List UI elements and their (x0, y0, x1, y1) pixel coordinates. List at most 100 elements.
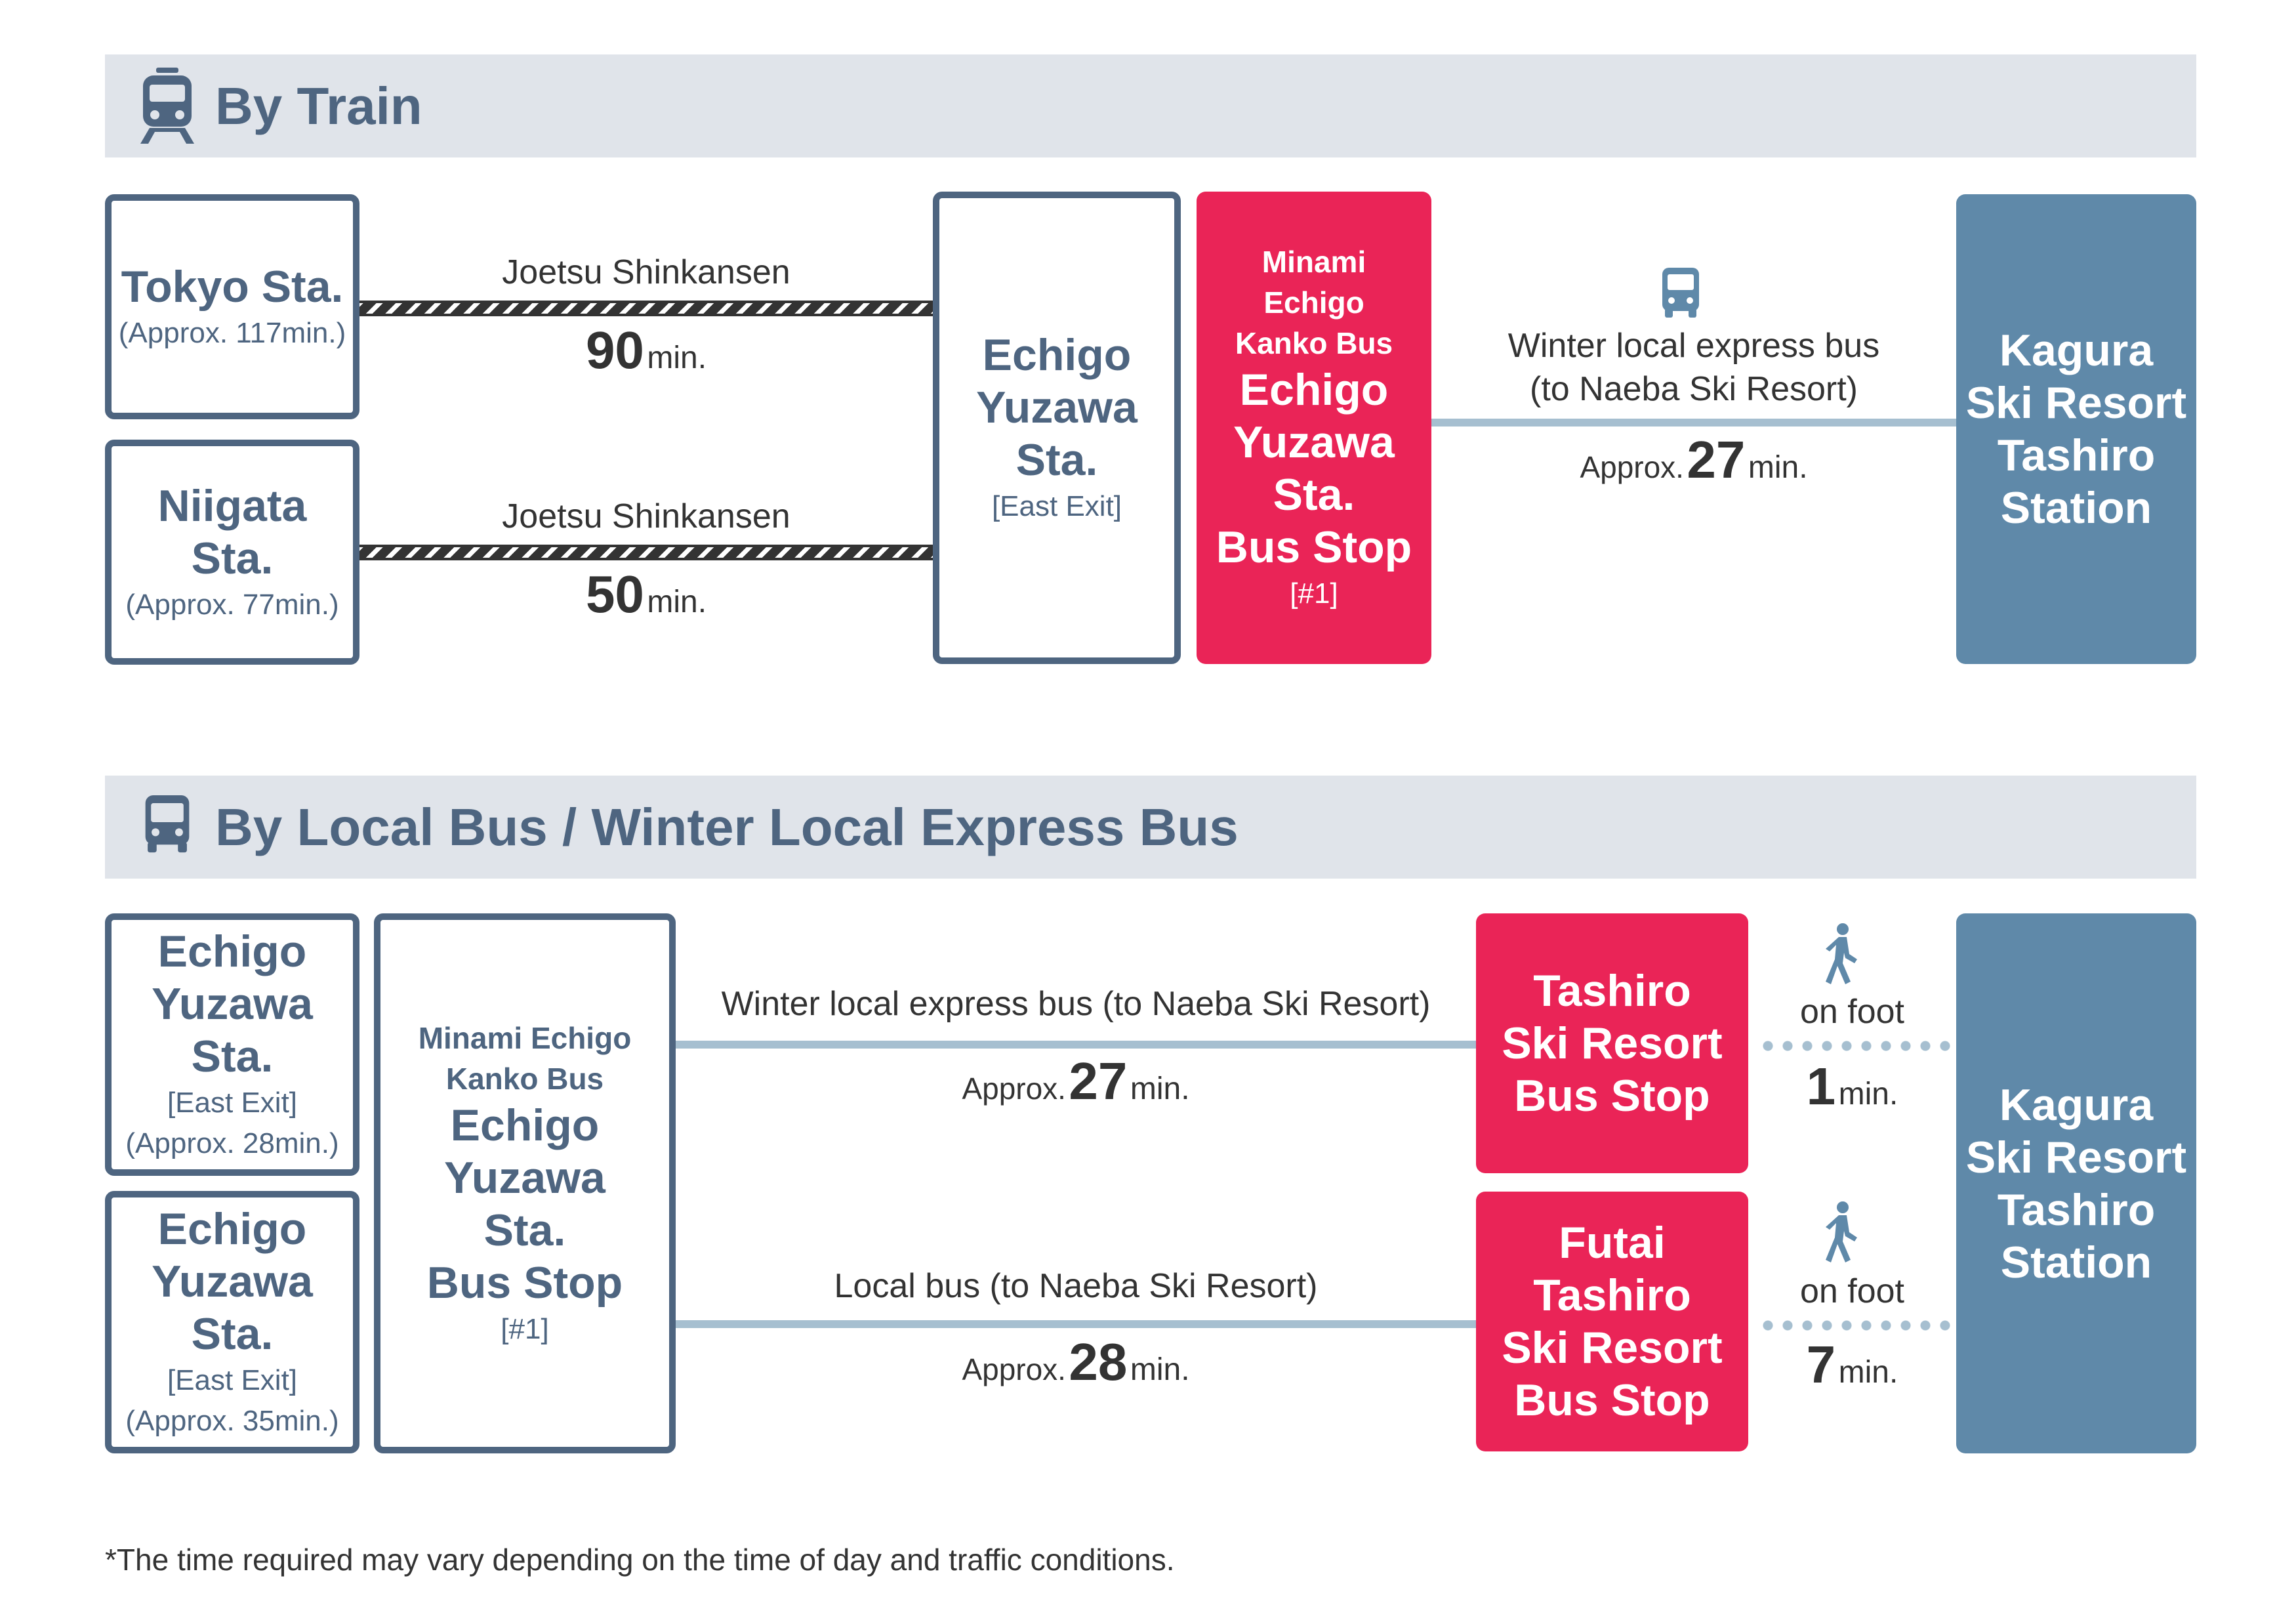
section-title-train: By Train (215, 77, 422, 135)
stop-number: [#1] (1290, 577, 1338, 610)
bus-route-line (676, 1041, 1476, 1049)
dest-line: Ski Resort (1965, 378, 2187, 428)
stop-line: Sta. (483, 1205, 566, 1255)
approx-label: Approx. (962, 1352, 1066, 1386)
origin-line: Echigo (157, 1204, 307, 1254)
stop-line: Bus Stop (426, 1257, 623, 1308)
origin-name: Niigata Sta. (157, 480, 307, 583)
walk-label: on foot (1799, 993, 1905, 1031)
route-label: Joetsu Shinkansen (502, 497, 790, 535)
train-icon (140, 68, 194, 144)
bus-stop-tashiro: Tashiro Ski Resort Bus Stop (1476, 913, 1748, 1173)
origin-approx: (Approx. 77min.) (125, 588, 339, 621)
origin-approx: (Approx. 35min.) (125, 1405, 339, 1437)
walk-path (1758, 1041, 1956, 1051)
time-unit: min. (1130, 1072, 1190, 1106)
origin-name: Tokyo Sta. (121, 261, 344, 312)
route-label: (to Naeba Ski Resort) (1530, 370, 1858, 408)
origin-echigo-yuzawa-1: Echigo Yuzawa Sta. [East Exit] (Approx. … (105, 913, 359, 1176)
stop-line: Echigo Yuzawa (444, 1100, 605, 1203)
walking-person-icon (1826, 923, 1857, 984)
time-unit: min. (1748, 450, 1808, 485)
section-header-train: By Train (105, 54, 2196, 157)
walking-person-icon (1826, 1201, 1857, 1262)
route-time: Approx. 27 min. (1431, 430, 1956, 490)
stop-line: Futai Tashiro (1533, 1218, 1691, 1320)
section-title-bus: By Local Bus / Winter Local Express Bus (215, 798, 1239, 856)
operator-line: Kanko Bus (445, 1061, 604, 1096)
dest-line: Tashiro (1997, 430, 2156, 480)
operator-line: Minami Echigo (418, 1020, 632, 1055)
station-line: Yuzawa Sta. (976, 383, 1138, 485)
origin-approx: (Approx. 117min.) (118, 316, 346, 349)
bus-stop-futai-tashiro: Futai Tashiro Ski Resort Bus Stop (1476, 1192, 1748, 1451)
bus-icon (1662, 268, 1699, 318)
origin-approx: (Approx. 28min.) (125, 1127, 339, 1159)
origin-line: Yuzawa Sta. (152, 979, 313, 1081)
origin-tokyo: Tokyo Sta. (Approx. 117min.) (105, 194, 359, 419)
route-label: Joetsu Shinkansen (502, 253, 790, 291)
stop-number: [#1] (501, 1312, 549, 1345)
time-value: 90 (585, 321, 644, 379)
station-exit: [East Exit] (991, 490, 1122, 522)
route-label: Winter local express bus (1507, 327, 1880, 365)
stop-line: Bus Stop (1514, 1375, 1710, 1425)
time-value: 1 (1806, 1057, 1836, 1115)
route-label: Local bus (to Naeba Ski Resort) (834, 1267, 1318, 1305)
dest-line: Ski Resort (1965, 1132, 2187, 1182)
time-value: 50 (585, 565, 644, 623)
footnote: *The time required may vary depending on… (105, 1543, 1175, 1577)
operator-line: Echigo (1263, 285, 1364, 320)
station-echigo-yuzawa: Echigo Yuzawa Sta. [East Exit] (933, 192, 1181, 664)
stop-line: Tashiro (1533, 966, 1691, 1016)
dest-line: Station (2000, 1237, 2152, 1287)
route-time: 50 min. (359, 564, 933, 625)
stop-line: Bus Stop (1216, 522, 1412, 572)
stop-line: Ski Resort (1502, 1323, 1723, 1373)
stop-line: Bus Stop (1514, 1071, 1710, 1121)
origin-echigo-yuzawa-2: Echigo Yuzawa Sta. [East Exit] (Approx. … (105, 1191, 359, 1453)
time-value: 27 (1687, 430, 1746, 489)
time-value: 7 (1806, 1335, 1836, 1394)
dest-line: Kagura (1999, 325, 2154, 375)
stop-line: Echigo (1239, 365, 1389, 415)
time-unit: min. (1838, 1077, 1898, 1112)
bus-icon (145, 795, 190, 853)
rail-line-tokyo (359, 301, 933, 316)
time-unit: min. (1130, 1352, 1190, 1387)
operator-line: Minami (1261, 245, 1366, 279)
origin-line: Echigo (157, 926, 307, 976)
route-time: 90 min. (359, 320, 933, 381)
route-time: Approx. 28 min. (676, 1332, 1476, 1392)
approx-label: Approx. (962, 1072, 1066, 1106)
walk-path (1758, 1320, 1956, 1331)
time-unit: min. (1838, 1355, 1898, 1390)
dest-line: Kagura (1999, 1079, 2154, 1130)
section-header-bus: By Local Bus / Winter Local Express Bus (105, 776, 2196, 879)
dest-line: Tashiro (1997, 1184, 2156, 1235)
station-line: Echigo (982, 330, 1132, 380)
route-time: Approx. 27 min. (676, 1051, 1476, 1112)
walk-time: 7 min. (1748, 1335, 1956, 1395)
origin-exit: [East Exit] (167, 1364, 298, 1396)
time-value: 27 (1069, 1052, 1128, 1110)
stop-line: Yuzawa Sta. (1233, 417, 1395, 520)
approx-label: Approx. (1580, 450, 1684, 484)
origin-exit: [East Exit] (167, 1087, 298, 1119)
stop-line: Ski Resort (1502, 1018, 1723, 1068)
route-label: Winter local express bus (to Naeba Ski R… (721, 985, 1431, 1023)
walk-label: on foot (1799, 1272, 1905, 1310)
walk-time: 1 min. (1748, 1056, 1956, 1117)
dest-line: Station (2000, 483, 2152, 533)
origin-niigata: Niigata Sta. (Approx. 77min.) (105, 440, 359, 665)
bus-stop-echigo-yuzawa: Minami Echigo Kanko Bus Echigo Yuzawa St… (1197, 192, 1431, 664)
bus-route-line (1431, 419, 1956, 427)
bus-stop-echigo-yuzawa-outline: Minami Echigo Kanko Bus Echigo Yuzawa St… (374, 913, 676, 1453)
time-unit: min. (647, 585, 707, 619)
rail-line-niigata (359, 545, 933, 560)
bus-route-line (676, 1320, 1476, 1328)
origin-line: Yuzawa Sta. (152, 1257, 313, 1359)
destination-kagura-bus: Kagura Ski Resort Tashiro Station (1956, 913, 2196, 1453)
operator-line: Kanko Bus (1235, 326, 1393, 360)
time-unit: min. (647, 341, 707, 375)
